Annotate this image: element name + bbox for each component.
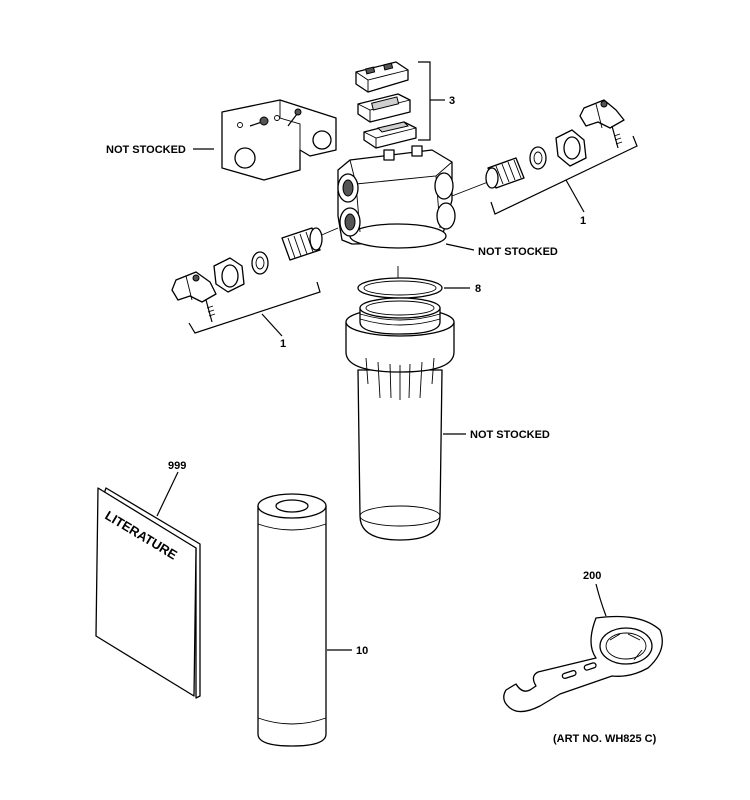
wrench-callout: 200 [583, 570, 607, 617]
right-kit-callout: 1 [490, 135, 638, 227]
head-callout: NOT STOCKED [445, 243, 558, 258]
literature-booklet: LITERATURE [95, 487, 201, 699]
part-3-cap-stack [355, 61, 417, 149]
bracket-not-stocked-label: NOT STOCKED [106, 144, 186, 156]
right-kit-label: 1 [580, 215, 586, 227]
sump-not-stocked-label: NOT STOCKED [470, 429, 550, 441]
wrench-label: 200 [583, 570, 601, 582]
left-kit-callout: 1 [188, 281, 321, 350]
part-3-callout: 3 [418, 61, 455, 141]
o-ring [357, 266, 443, 299]
cartridge-callout: 10 [327, 645, 368, 657]
o-ring-callout: 8 [444, 283, 481, 295]
filter-head [337, 145, 456, 249]
left-kit-label: 1 [280, 338, 286, 350]
o-ring-label: 8 [475, 283, 481, 295]
literature-label: 999 [168, 460, 186, 472]
left-fitting-kit [171, 227, 339, 323]
filter-cartridge [257, 493, 327, 747]
head-not-stocked-label: NOT STOCKED [478, 246, 558, 258]
housing-wrench [503, 615, 663, 713]
sump-callout: NOT STOCKED [443, 429, 550, 441]
bracket-callout: NOT STOCKED [106, 144, 214, 156]
literature-callout: 999 [156, 460, 186, 517]
right-fitting-kit [451, 99, 625, 197]
art-number: (ART NO. WH825 C) [553, 733, 657, 745]
filter-sump [345, 297, 455, 541]
part-3-label: 3 [449, 95, 455, 107]
cartridge-label: 10 [356, 645, 368, 657]
mounting-bracket [221, 99, 337, 181]
